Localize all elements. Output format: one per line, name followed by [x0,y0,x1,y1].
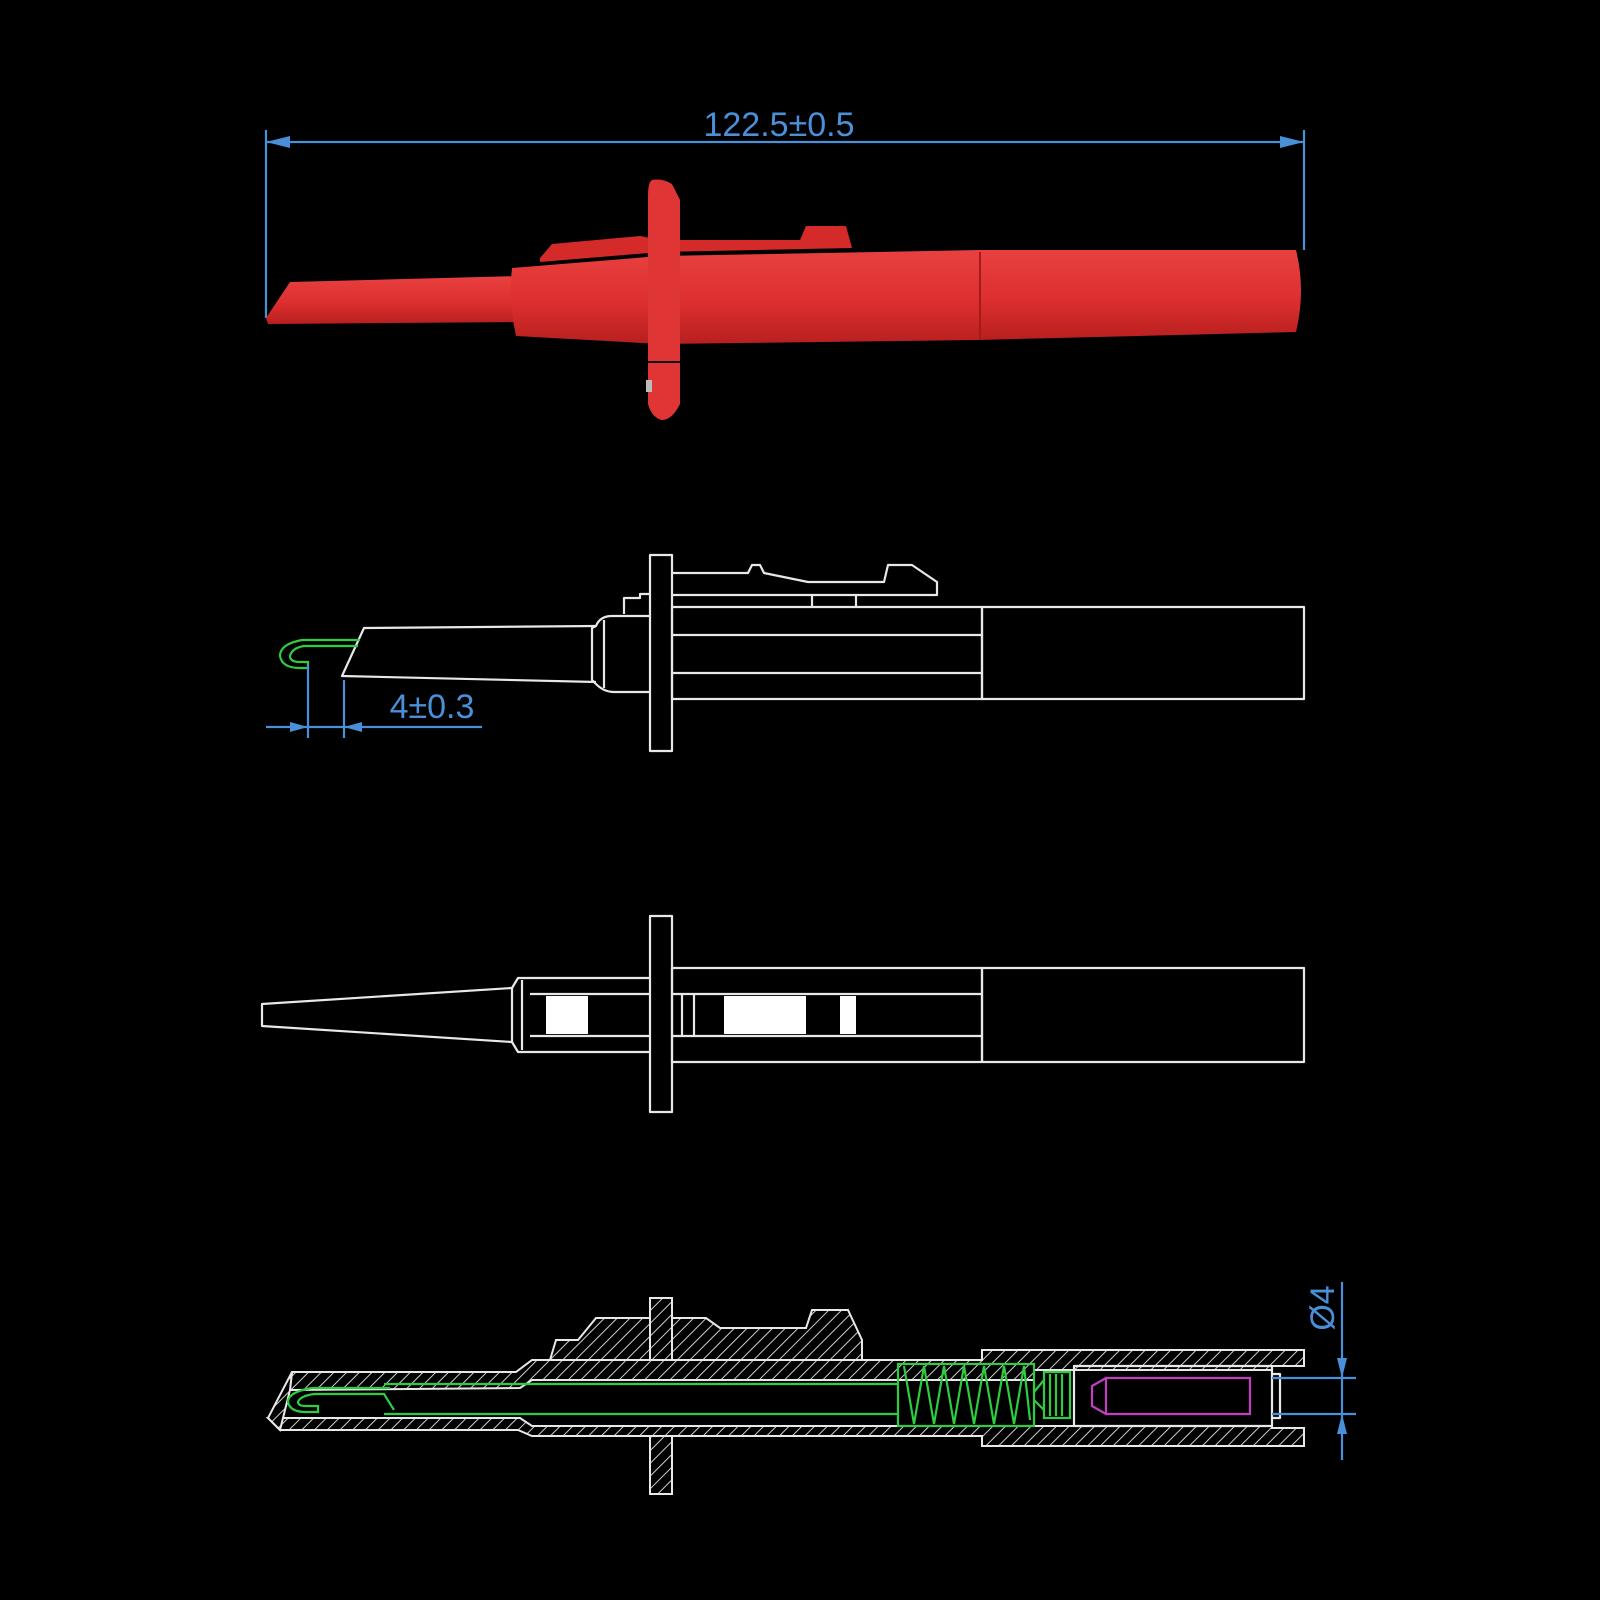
spring-coil [902,1365,1032,1425]
contact-pin [1090,1376,1252,1416]
section-flange-bottom [649,1435,673,1495]
section-shell-bottom [265,1417,1305,1447]
section-flange-top [649,1297,673,1361]
window-slot-2 [724,996,806,1034]
window-slot-3 [840,996,856,1034]
flange-outline-top [648,914,674,1114]
red-probe-render: 122.5±0.5 [264,106,1306,420]
cross-section-view: Ø4 [265,1282,1356,1495]
body-outline [670,605,984,701]
probe-flange [648,179,680,420]
rear-sleeve-outline [980,605,1306,701]
section-hook-wire [286,1386,395,1414]
diameter-dimension: Ø4 [1272,1282,1356,1460]
probe-clip-ridge [540,226,852,262]
probe-rear-sleeve [978,250,1301,340]
threaded-connector [1042,1370,1072,1420]
probe-body [510,250,980,344]
diameter-label: Ø4 [1304,1285,1342,1330]
flange-outline [648,553,674,753]
overall-length-dimension: 122.5±0.5 [264,106,1306,318]
hook-offset-label: 4±0.3 [390,688,475,726]
tip-outline [590,614,650,694]
clip-ridge-outline [672,563,939,597]
overall-length-label: 122.5±0.5 [703,106,854,144]
tapered-tip-outline [260,986,514,1044]
probe-tip-blade [266,276,520,324]
window-slot-1 [546,996,588,1034]
side-elevation-view: 4±0.3 [266,553,1306,753]
section-clip-ridge [548,1309,863,1361]
top-plan-view [260,914,1306,1114]
hook-offset-dimension: 4±0.3 [266,664,482,738]
